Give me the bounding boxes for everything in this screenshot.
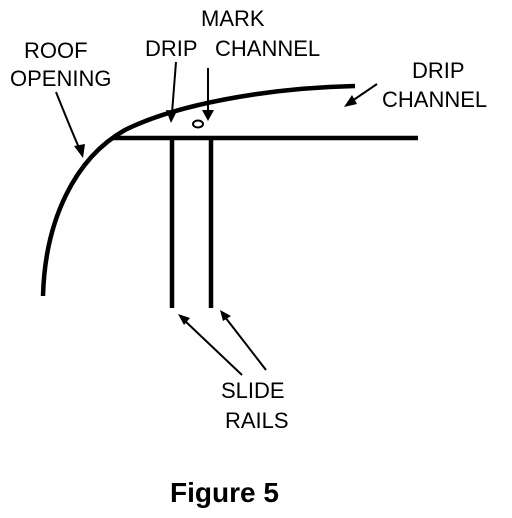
- label-rails: RAILS: [225, 408, 289, 433]
- figure-caption: Figure 5: [170, 477, 279, 508]
- label-mark: MARK: [201, 6, 265, 31]
- roof-opening-arrow: [55, 91, 85, 158]
- roof-opening-curve: [40, 83, 356, 297]
- label-mark-drip: DRIP: [145, 36, 198, 61]
- label-drip-channel-2: CHANNEL: [382, 87, 487, 112]
- label-drip-channel-1: DRIP: [412, 58, 465, 83]
- slide-rail-arrow-right: [220, 310, 267, 371]
- label-roof-opening-1: ROOF: [24, 38, 88, 63]
- mark-drip-arrow: [166, 61, 177, 123]
- label-roof-opening-2: OPENING: [10, 66, 111, 91]
- mark-channel-arrow: [202, 68, 214, 121]
- drip-channel-arrow: [344, 83, 378, 107]
- drip-channel-mark: [192, 119, 204, 129]
- slide-rail-arrow-left: [178, 314, 243, 376]
- label-slide: SLIDE: [221, 378, 285, 403]
- label-mark-channel: CHANNEL: [215, 36, 320, 61]
